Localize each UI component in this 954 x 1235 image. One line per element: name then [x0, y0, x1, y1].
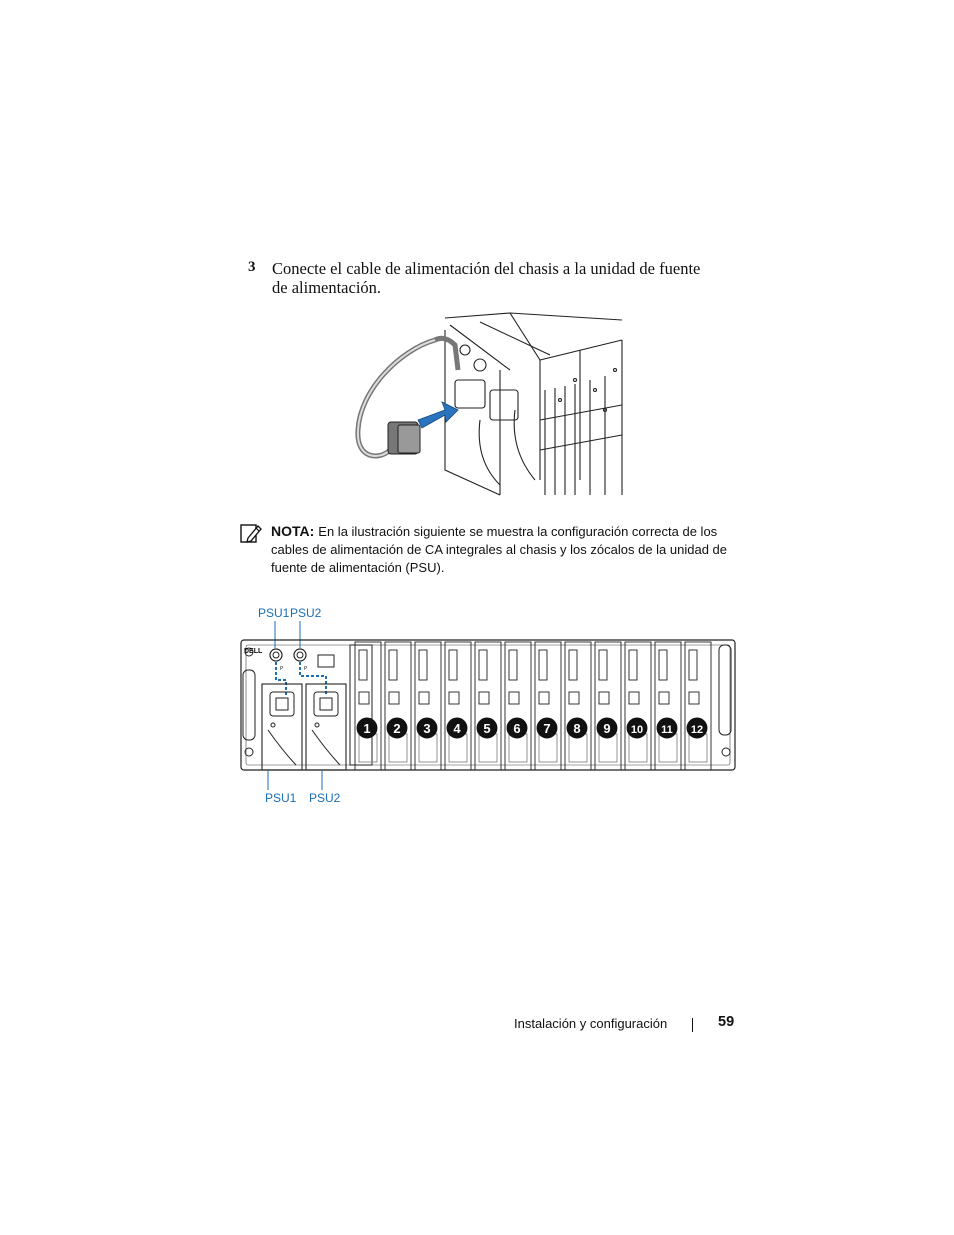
note-label: NOTA: — [271, 523, 315, 539]
blade-bay-7: 7 — [534, 641, 562, 771]
blade-bay-11: 11 — [654, 641, 682, 771]
footer-section-title: Instalación y configuración — [514, 1016, 668, 1031]
blade-bay-10: 10 — [624, 641, 652, 771]
bay-number-7: 7 — [543, 721, 550, 736]
bay-number-12: 12 — [691, 724, 703, 736]
note-text: En la ilustración siguiente se muestra l… — [271, 524, 727, 575]
blade-bay-2: 2 — [384, 641, 412, 771]
bay-number-1: 1 — [363, 721, 370, 736]
blade-bay-9: 9 — [594, 641, 622, 771]
bay-number-6: 6 — [513, 721, 520, 736]
blade-bay-1: 1 — [354, 641, 382, 771]
bottom-label-psu2: PSU2 — [309, 791, 341, 805]
page-number: 59 — [718, 1014, 735, 1030]
blade-bay-12: 12 — [684, 641, 712, 771]
blade-bay-6: 6 — [504, 641, 532, 771]
bottom-label-psu1: PSU1 — [265, 791, 297, 805]
top-label-psu1: PSU1 — [258, 606, 290, 620]
top-label-psu2: PSU2 — [290, 606, 322, 620]
blade-bay-4: 4 — [444, 641, 472, 771]
bay-number-4: 4 — [453, 721, 461, 736]
bay-number-9: 9 — [603, 721, 610, 736]
step-number: 3 — [248, 259, 256, 275]
bay-number-3: 3 — [423, 721, 430, 736]
dell-logo: DELL — [244, 648, 263, 655]
blade-bay-8: 8 — [564, 641, 592, 771]
bay-number-11: 11 — [661, 724, 673, 736]
bay-number-5: 5 — [483, 721, 490, 736]
footer-separator — [692, 1018, 693, 1032]
blade-bay-3: 3 — [414, 641, 442, 771]
bay-number-2: 2 — [393, 721, 400, 736]
note: NOTA:En la ilustración siguiente se mues… — [271, 522, 731, 577]
svg-text:P: P — [280, 666, 284, 672]
bay-number-10: 10 — [631, 724, 643, 736]
blade-bay-5: 5 — [474, 641, 502, 771]
note-pencil-icon — [240, 524, 262, 543]
step-text: Conecte el cable de alimentación del cha… — [272, 259, 701, 297]
bay-number-8: 8 — [573, 721, 580, 736]
svg-text:P: P — [304, 666, 308, 672]
power-cable-illustration — [355, 312, 623, 496]
